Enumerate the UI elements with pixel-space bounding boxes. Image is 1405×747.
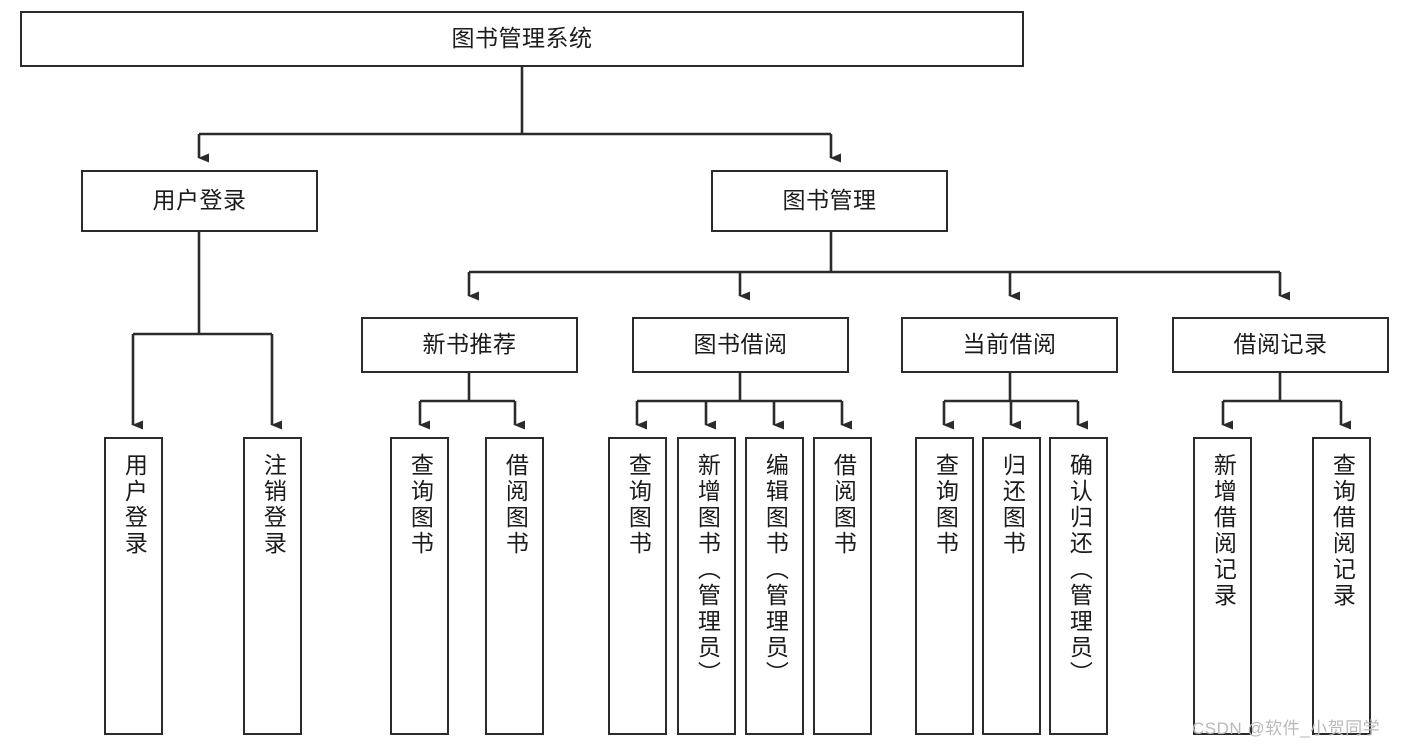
node-leaf-user-login-label: 用户登录 <box>121 453 148 557</box>
node-leaf-query-record[interactable]: 查询借阅记录 <box>1312 437 1371 735</box>
node-borrow-record[interactable]: 借阅记录 <box>1172 317 1389 373</box>
node-root-label: 图书管理系统 <box>451 25 593 52</box>
node-leaf-borrow-book-2-label: 借阅图书 <box>830 453 857 557</box>
node-leaf-logout-login-label: 注销登录 <box>260 453 287 557</box>
node-user-login-label: 用户登录 <box>152 187 247 214</box>
node-leaf-user-login[interactable]: 用户登录 <box>104 437 163 735</box>
node-leaf-edit-book-label: 编辑图书（管理员） <box>762 453 789 687</box>
node-new-book-recommend[interactable]: 新书推荐 <box>361 317 578 373</box>
node-leaf-query-book-3-label: 查询图书 <box>932 453 959 557</box>
node-leaf-add-book[interactable]: 新增图书（管理员） <box>677 437 736 735</box>
node-leaf-borrow-book-1[interactable]: 借阅图书 <box>485 437 544 735</box>
node-leaf-confirm-return[interactable]: 确认归还（管理员） <box>1049 437 1108 735</box>
node-leaf-borrow-book-2[interactable]: 借阅图书 <box>813 437 872 735</box>
node-leaf-add-record[interactable]: 新增借阅记录 <box>1193 437 1252 735</box>
node-current-borrow-label: 当前借阅 <box>962 331 1057 358</box>
node-book-borrow[interactable]: 图书借阅 <box>632 317 849 373</box>
node-leaf-query-book-1[interactable]: 查询图书 <box>390 437 449 735</box>
node-borrow-record-label: 借阅记录 <box>1233 331 1328 358</box>
node-leaf-add-record-label: 新增借阅记录 <box>1210 453 1237 609</box>
node-leaf-edit-book[interactable]: 编辑图书（管理员） <box>745 437 804 735</box>
node-leaf-logout-login[interactable]: 注销登录 <box>243 437 302 735</box>
node-leaf-return-book-label: 归还图书 <box>999 453 1026 557</box>
node-current-borrow[interactable]: 当前借阅 <box>901 317 1118 373</box>
node-book-manage[interactable]: 图书管理 <box>711 170 948 232</box>
node-leaf-borrow-book-1-label: 借阅图书 <box>502 453 529 557</box>
node-book-manage-label: 图书管理 <box>782 187 877 214</box>
node-new-book-recommend-label: 新书推荐 <box>422 331 517 358</box>
node-leaf-query-book-1-label: 查询图书 <box>407 453 434 557</box>
node-leaf-query-book-2-label: 查询图书 <box>625 453 652 557</box>
node-leaf-query-record-label: 查询借阅记录 <box>1329 453 1356 609</box>
node-leaf-confirm-return-label: 确认归还（管理员） <box>1066 453 1093 687</box>
node-leaf-return-book[interactable]: 归还图书 <box>982 437 1041 735</box>
node-book-borrow-label: 图书借阅 <box>693 331 788 358</box>
node-root[interactable]: 图书管理系统 <box>20 11 1024 67</box>
node-leaf-query-book-3[interactable]: 查询图书 <box>915 437 974 735</box>
node-leaf-query-book-2[interactable]: 查询图书 <box>608 437 667 735</box>
node-leaf-add-book-label: 新增图书（管理员） <box>694 453 721 687</box>
node-user-login[interactable]: 用户登录 <box>81 170 318 232</box>
